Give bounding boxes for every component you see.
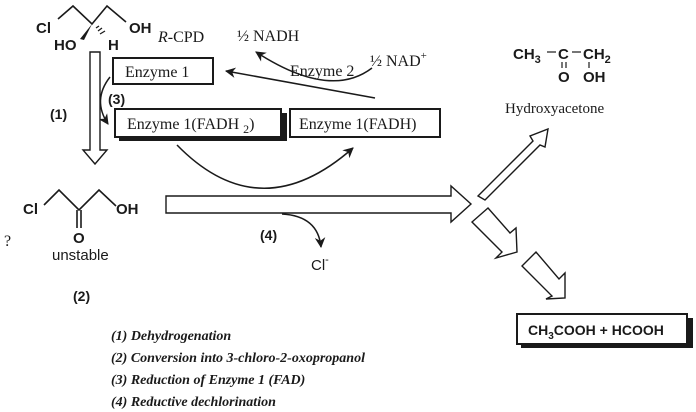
substrate-name: R-CPD bbox=[157, 29, 204, 46]
hydroxyacetone-c: C bbox=[558, 46, 569, 63]
step2-label: (2) bbox=[73, 288, 90, 304]
enzyme1-fadh-box bbox=[289, 108, 441, 138]
substrate-rcpd-structure: Cl OH HO H bbox=[36, 4, 152, 54]
enzyme2-label: Enzyme 2 bbox=[290, 63, 354, 80]
products-label: CH3COOH + HCOOH bbox=[528, 322, 664, 342]
intermediate-oh: OH bbox=[116, 201, 139, 218]
hydroxyacetone-o: O bbox=[558, 69, 570, 86]
legend: (1) Dehydrogenation (2) Conversion into … bbox=[111, 329, 365, 410]
enzyme1-box bbox=[112, 57, 214, 85]
intermediate-o: O bbox=[73, 230, 85, 247]
step4-arrow bbox=[165, 184, 473, 224]
fadh2-to-fadh-arrow bbox=[176, 144, 354, 189]
step4-label: (4) bbox=[260, 227, 277, 243]
branch-down-arrow-1 bbox=[470, 207, 518, 260]
branch-down-arrow-2 bbox=[521, 250, 566, 300]
intermediate-structure: Cl OH O bbox=[23, 188, 139, 247]
wedge-bond bbox=[80, 24, 92, 40]
chloride-release-arrow bbox=[281, 213, 326, 249]
hydroxyacetone-structure: CH3 C CH2 O OH bbox=[513, 46, 611, 86]
hydroxyacetone-ch3: CH3 bbox=[513, 46, 541, 66]
hashed-bond bbox=[95, 25, 106, 35]
legend-item-2: (2) Conversion into 3-chloro-2-oxopropan… bbox=[111, 351, 365, 366]
intermediate-skeleton bbox=[43, 188, 117, 212]
nad-to-nadh-arrow bbox=[255, 51, 373, 82]
enzyme1-fadh-label: Enzyme 1(FADH) bbox=[299, 116, 416, 133]
nad-label: ½ NAD+ bbox=[370, 50, 427, 70]
hydroxyacetone-name: Hydroxyacetone bbox=[505, 101, 604, 117]
substrate-oh: OH bbox=[129, 20, 152, 37]
products-box bbox=[516, 313, 688, 345]
chloride-ion: Cl- bbox=[311, 254, 329, 274]
step3-label: (3) bbox=[108, 91, 125, 107]
step1-label: (1) bbox=[50, 106, 67, 122]
unstable-label: unstable bbox=[52, 247, 109, 264]
step1-arrow bbox=[81, 51, 109, 166]
substrate-skeleton bbox=[57, 4, 127, 26]
hydroxyacetone-ch2: CH2 bbox=[583, 46, 611, 66]
legend-item-1: (1) Dehydrogenation bbox=[111, 329, 231, 344]
legend-item-3: (3) Reduction of Enzyme 1 (FAD) bbox=[111, 373, 305, 388]
legend-item-4: (4) Reductive dechlorination bbox=[111, 395, 276, 410]
hydroxyacetone-oh: OH bbox=[583, 69, 606, 86]
substrate-cl: Cl bbox=[36, 20, 51, 37]
substrate-ho: HO bbox=[54, 37, 77, 54]
enzyme1-fadh2-box bbox=[114, 108, 282, 138]
substrate-h: H bbox=[108, 37, 119, 54]
intermediate-cl: Cl bbox=[23, 201, 38, 218]
enzyme1-label: Enzyme 1 bbox=[125, 64, 189, 81]
nadh-label: ½ NADH bbox=[237, 28, 300, 45]
regeneration-arrow bbox=[224, 67, 376, 99]
to-hydroxyacetone-arrow bbox=[476, 127, 549, 201]
question-mark: ? bbox=[4, 233, 11, 250]
